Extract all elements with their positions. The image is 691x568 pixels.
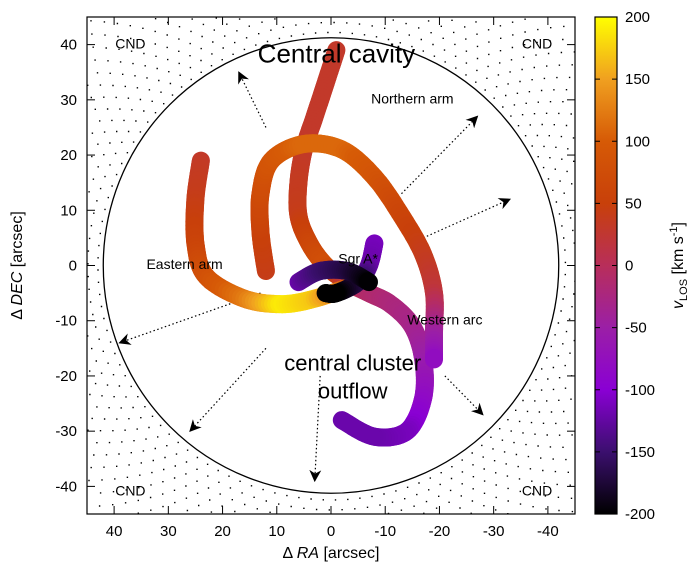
x-tick-label: -10: [374, 523, 396, 540]
annotation-label: CND: [115, 35, 145, 51]
cavity-circle: [102, 37, 560, 494]
outflow-arrow: [401, 115, 479, 195]
x-tick-label: 40: [106, 523, 123, 540]
annotation-label: Sgr A*: [338, 251, 378, 267]
outflow-arrow: [238, 71, 267, 128]
outflow-arrow: [189, 347, 267, 433]
x-axis-label-var: RA: [297, 545, 319, 562]
y-axis-label-prefix: Δ: [9, 309, 26, 320]
annotation-label: central cluster: [284, 351, 421, 376]
x-tick-label: 20: [214, 523, 231, 540]
x-axis-label-prefix: Δ: [283, 545, 294, 562]
series-western-arc: [250, 134, 444, 369]
streamer-tracks: [185, 41, 444, 447]
axes: 40 30 20 10 0 -10 -20 -30 -40 40 30 20 10 0 -10 -20 -30 -…: [9, 16, 576, 562]
colorbar: 200 150 100 50 0 -50 -100 -150 -200 vLOS [km s-1]: [594, 9, 690, 523]
x-tick-label: -20: [429, 523, 451, 540]
y-tick-label: -10: [55, 313, 77, 330]
x-tick-label: -40: [537, 523, 559, 540]
colorbar-label-close: ]: [670, 222, 687, 226]
x-axis-label: Δ RA [arcsec]: [283, 545, 380, 562]
colorbar-tick-label: 200: [625, 9, 650, 26]
colorbar-tick-label: 0: [625, 258, 633, 275]
x-tick-label: 10: [268, 523, 285, 540]
colorbar-label-unit: [km s: [670, 236, 687, 279]
y-tick-label: -40: [55, 478, 77, 495]
colorbar-tick-label: -200: [625, 506, 655, 523]
y-axis-label: Δ DEC [arcsec]: [9, 211, 26, 320]
x-tick-label: 30: [160, 523, 177, 540]
y-tick-label: 30: [60, 92, 77, 109]
annotation-label: CND: [115, 483, 145, 499]
y-tick-label: 0: [69, 258, 77, 275]
colorbar-label-var: v: [670, 300, 687, 309]
annotation-label: Northern arm: [371, 91, 453, 107]
colorbar-label: vLOS [km s-1]: [668, 222, 690, 309]
track-segment: [358, 272, 378, 292]
series-northern-arm: [288, 41, 434, 447]
annotation-label: outflow: [318, 378, 388, 403]
colorbar-label-sub: LOS: [678, 279, 690, 301]
colorbar-tick-label: 150: [625, 71, 650, 88]
colorbar-tick-label: -100: [625, 382, 655, 399]
y-axis-label-var: DEC: [9, 271, 26, 305]
x-axis-label-unit: [arcsec]: [323, 545, 379, 562]
colorbar-tick-label: 50: [625, 195, 642, 212]
y-tick-label: 10: [60, 202, 77, 219]
colorbar-tick-label: -150: [625, 444, 655, 461]
annotation-label: CND: [522, 483, 552, 499]
annotation-label: CND: [522, 35, 552, 51]
x-tick-label: 0: [327, 523, 335, 540]
outflow-arrow: [444, 375, 484, 416]
series-inner-bar: [289, 260, 378, 292]
track-segment: [332, 411, 353, 430]
y-tick-label: -20: [55, 368, 77, 385]
x-tick-label: -30: [483, 523, 505, 540]
colorbar-label-sup: -1: [668, 226, 680, 236]
outflow-arrow: [309, 375, 322, 483]
annotation-label: Central cavity: [258, 39, 416, 69]
annotation-label: Eastern arm: [146, 256, 222, 272]
annotation-label: Western arc: [407, 311, 482, 327]
colorbar-tick-label: -50: [625, 320, 647, 337]
y-tick-label: 40: [60, 37, 77, 54]
outflow-arrow: [422, 198, 512, 239]
cavity-boundary: [102, 37, 560, 494]
y-tick-label: -30: [55, 423, 77, 440]
colorbar-tick-label: 100: [625, 133, 650, 150]
y-tick-label: 20: [60, 147, 77, 164]
y-axis-label-unit: [arcsec]: [9, 211, 26, 267]
